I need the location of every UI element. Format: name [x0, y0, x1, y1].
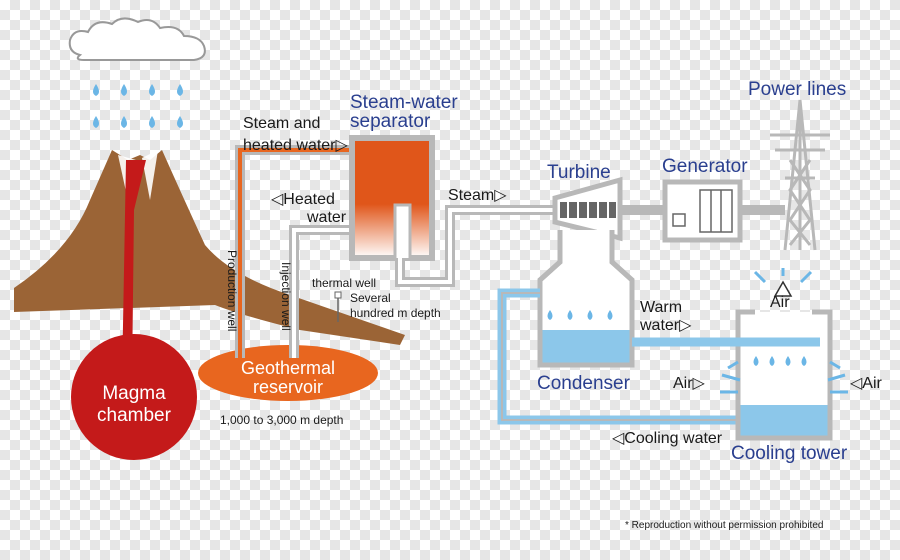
label-steam-and: Steam and — [243, 115, 320, 132]
label-reservoir-2: reservoir — [253, 377, 323, 397]
cloud-icon — [68, 17, 206, 61]
steam-water-separator — [349, 135, 435, 261]
label-notice: * Reproduction without permission prohib… — [625, 520, 823, 531]
label-thermal-well: thermal well — [312, 276, 376, 290]
cooling-tower — [632, 268, 848, 441]
raindrop-icon — [121, 116, 127, 128]
magma-chamber — [71, 334, 197, 460]
label-production-well: Production well — [225, 250, 239, 331]
label-generator: Generator — [662, 156, 748, 177]
injection-well — [289, 225, 352, 358]
raindrop-icon — [801, 356, 807, 366]
raindrop-icon — [149, 116, 155, 128]
label-steam: Steam▷ — [448, 187, 507, 204]
label-heated-water: heated water▷ — [243, 137, 349, 154]
raindrop-icon — [753, 356, 759, 366]
label-air-top: Air — [770, 294, 790, 311]
label-reservoir-1: Geothermal — [241, 358, 335, 378]
generator-icon — [662, 179, 743, 243]
label-injection-well: Injection well — [279, 262, 293, 331]
raindrop-icon — [587, 310, 593, 320]
label-power-lines: Power lines — [748, 79, 846, 100]
raindrop-icon — [149, 84, 155, 96]
label-warm-water-1: Warm — [640, 299, 682, 316]
turbine-icon — [552, 176, 623, 242]
steam-pipe — [395, 205, 555, 287]
raindrop-icon — [93, 116, 99, 128]
label-heated-water-left-1: ◁Heated — [271, 191, 335, 208]
label-several-1: Several — [350, 291, 391, 305]
label-condenser: Condenser — [537, 373, 631, 394]
thermal-well — [334, 291, 342, 322]
raindrops — [93, 84, 183, 128]
label-several-2: hundred m depth — [350, 306, 441, 320]
raindrop-icon — [177, 84, 183, 96]
label-depth: 1,000 to 3,000 m depth — [220, 413, 343, 427]
raindrop-icon — [93, 84, 99, 96]
raindrop-icon — [607, 310, 613, 320]
power-tower-icon — [770, 99, 830, 251]
label-cooling-tower: Cooling tower — [731, 443, 848, 464]
raindrop-icon — [547, 310, 553, 320]
label-magma-2: chamber — [97, 405, 172, 426]
geothermal-reservoir — [198, 345, 378, 401]
label-warm-water-2: water▷ — [639, 317, 692, 334]
label-separator-2: separator — [350, 111, 431, 132]
label-turbine: Turbine — [547, 162, 611, 183]
condenser — [537, 230, 635, 368]
raindrop-icon — [567, 310, 573, 320]
production-well — [235, 145, 352, 358]
label-air-right: ◁Air — [850, 375, 883, 392]
raindrop-icon — [177, 116, 183, 128]
label-air-left: Air▷ — [673, 375, 706, 392]
raindrop-icon — [785, 356, 791, 366]
label-separator-1: Steam-water — [350, 92, 458, 113]
label-heated-water-left-2: water — [306, 209, 347, 226]
label-magma-1: Magma — [102, 383, 166, 404]
raindrop-icon — [121, 84, 127, 96]
raindrop-icon — [769, 356, 775, 366]
volcano — [14, 150, 405, 380]
label-cooling-water: ◁Cooling water — [612, 430, 723, 447]
